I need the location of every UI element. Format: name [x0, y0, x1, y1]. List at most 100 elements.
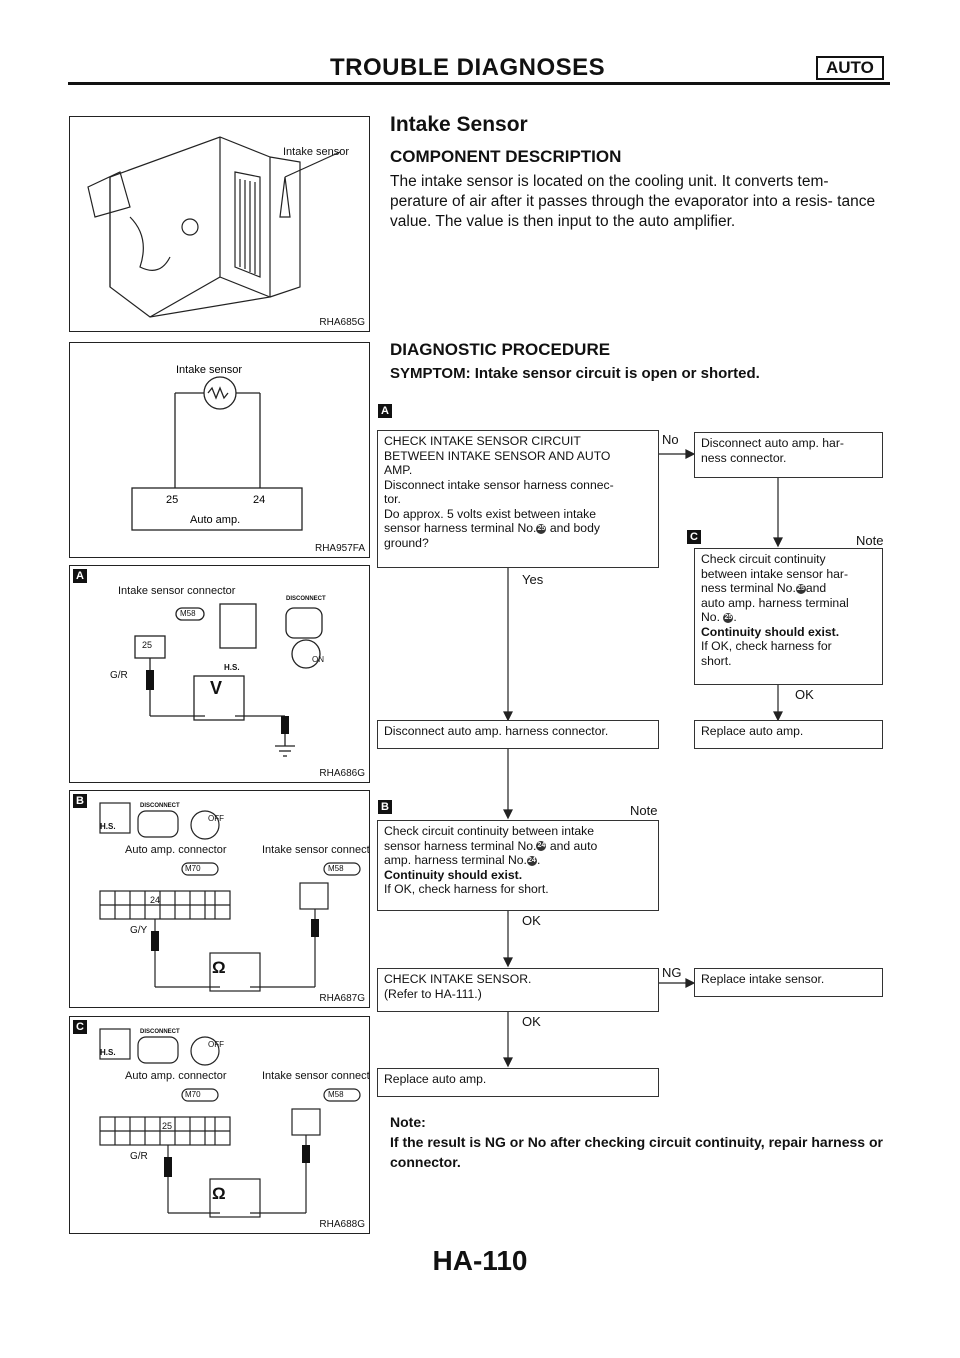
step-replace-auto-amp-right: Replace auto amp.: [694, 720, 883, 749]
step1-line3: AMP.: [384, 463, 413, 477]
fig4-conn2: Intake sensor connector: [262, 844, 369, 856]
step2-text: Disconnect auto amp. harness connector.: [384, 724, 609, 738]
figure-intake-sensor-location: Intake sensor RHA685G: [69, 116, 370, 332]
terminal-icon: 24: [526, 855, 537, 866]
header-rule: [68, 82, 890, 85]
fig4-conn1-id: M70: [185, 864, 201, 873]
fig2-pin-b: 24: [253, 494, 265, 506]
step3-line4: Continuity should exist.: [384, 867, 523, 882]
step3-line2: sensor harness terminal No.24 and auto: [384, 838, 598, 853]
step-r2-line4: auto amp. harness terminal: [701, 595, 849, 610]
step4-ok: OK: [522, 1014, 541, 1029]
step-check-continuity-25: Check circuit continuity between intake …: [694, 548, 883, 685]
voltage-check-diagram: Intake sensor connector M58 25 G/R H.S. …: [110, 585, 326, 757]
fig5-code: RHA688G: [319, 1219, 365, 1230]
component-description: The intake sensor is located on the cool…: [390, 173, 876, 230]
step1-line4: Disconnect intake sensor harness connec-: [384, 477, 614, 492]
step-replace-auto-amp: Replace auto amp.: [377, 1068, 659, 1097]
fig2-box-label: Auto amp.: [190, 514, 240, 526]
step1-line7: sensor harness terminal No.25 and body: [384, 521, 600, 535]
note-title: Note:: [390, 1114, 426, 1130]
fig4-code: RHA687G: [319, 993, 365, 1004]
step-r2-line7: If OK, check harness for: [701, 639, 832, 653]
section-title: Intake Sensor: [390, 113, 528, 136]
step4-ng: NG: [662, 965, 682, 980]
fig5-wire: G/R: [130, 1151, 148, 1162]
terminal-icon: 25: [723, 612, 734, 623]
step-r2-line3: ness terminal No.25and: [701, 581, 827, 595]
flow-badge-b: B: [378, 800, 392, 814]
step-r2-line1: Check circuit continuity: [701, 552, 826, 566]
figure-continuity-25: C H.S. DISCONNECT OFF Auto amp. connecto…: [69, 1016, 370, 1234]
step-disconnect-auto-amp: Disconnect auto amp. har- ness connector…: [694, 432, 883, 478]
fig3-meter: V: [210, 678, 222, 698]
component-heading: COMPONENT DESCRIPTION: [390, 147, 622, 166]
continuity-24-diagram: H.S. DISCONNECT OFF Auto amp. connector …: [99, 802, 369, 992]
step1-yes: Yes: [522, 572, 544, 587]
fig4-key: OFF: [208, 814, 224, 823]
note-block: Note: If the result is NG or No after ch…: [390, 1112, 895, 1172]
terminal-icon: 25: [795, 583, 806, 594]
fig4-meter: Ω: [212, 958, 226, 977]
step-r2-line2: between intake sensor har-: [701, 566, 849, 581]
fig5-badge: C: [73, 1020, 87, 1034]
step-r2-line5: No. 25.: [701, 610, 737, 624]
fig5-meter: Ω: [212, 1184, 226, 1203]
fig5-pin: 25: [162, 1121, 172, 1131]
fig3-key: ON: [312, 655, 324, 664]
page-number: HA-110: [432, 1245, 528, 1276]
fig3-conn-id: M58: [180, 609, 196, 618]
fig3-code: RHA686G: [319, 768, 365, 779]
fig5-disconnect: DISCONNECT: [140, 1029, 180, 1035]
step3-ok: OK: [522, 913, 541, 928]
symptom-text: SYMPTOM: Intake sensor circuit is open o…: [390, 365, 760, 382]
page-header-title: TROUBLE DIAGNOSES: [330, 54, 606, 81]
fig2-code: RHA957FA: [314, 543, 365, 554]
step-check-circuit: CHECK INTAKE SENSOR CIRCUIT BETWEEN INTA…: [377, 430, 659, 568]
fig3-connector-label: Intake sensor connector: [118, 585, 236, 597]
fig4-pin: 24: [150, 895, 160, 905]
fig4-disconnect: DISCONNECT: [140, 803, 180, 809]
step1-line2: BETWEEN INTAKE SENSOR AND AUTO: [384, 448, 611, 463]
note-c-label: Note: [856, 533, 884, 548]
procedure-heading: DIAGNOSTIC PROCEDURE: [390, 340, 611, 359]
fig5-conn1-id: M70: [185, 1090, 201, 1099]
step-r1-line2: ness connector.: [701, 450, 787, 465]
step1-line1: CHECK INTAKE SENSOR CIRCUIT: [384, 434, 581, 448]
fig3-pin: 25: [142, 640, 152, 650]
step1-line6: Do approx. 5 volts exist between intake: [384, 506, 597, 521]
fig5-conn2: Intake sensor connector: [262, 1070, 369, 1082]
step-check-continuity-24: Check circuit continuity between intake …: [377, 820, 659, 911]
fig3-hs: H.S.: [224, 663, 240, 672]
fig3-disconnect: DISCONNECT: [286, 596, 326, 602]
note-text: If the result is NG or No after checking…: [390, 1134, 883, 1170]
step3-line3: amp. harness terminal No.24.: [384, 853, 541, 867]
fig4-conn1: Auto amp. connector: [125, 844, 227, 856]
figure-continuity-24: B H.S. DISCONNECT OFF Auto amp. connecto…: [69, 790, 370, 1008]
step-r2-ok: OK: [795, 687, 814, 702]
fig4-wire: G/Y: [130, 925, 148, 936]
step1-line5: tor.: [384, 492, 401, 506]
step4-line2: (Refer to HA-111.): [384, 986, 482, 1001]
fig3-wire: G/R: [110, 670, 128, 681]
fig2-label: Intake sensor: [176, 364, 242, 376]
step-r2-line8: short.: [701, 653, 732, 668]
fig5-conn2-id: M58: [328, 1090, 344, 1099]
step-check-intake-sensor: CHECK INTAKE SENSOR. (Refer to HA-111.): [377, 968, 659, 1012]
flow-badge-c: C: [687, 530, 701, 544]
fig4-hs: H.S.: [100, 822, 116, 831]
step-r3-text: Replace auto amp.: [701, 724, 804, 738]
fig1-code: RHA685G: [319, 317, 365, 328]
continuity-25-diagram: H.S. DISCONNECT OFF Auto amp. connector …: [99, 1028, 369, 1218]
step4-line1: CHECK INTAKE SENSOR.: [384, 972, 532, 986]
terminal-icon: 24: [536, 841, 547, 852]
fig4-badge: B: [73, 794, 87, 808]
step3-line5: If OK, check harness for short.: [384, 882, 549, 896]
step-disconnect-harness: Disconnect auto amp. harness connector.: [377, 720, 659, 749]
fig5-conn1: Auto amp. connector: [125, 1070, 227, 1082]
step5-text: Replace auto amp.: [384, 1072, 487, 1086]
page-header-badge: AUTO: [816, 56, 884, 80]
fig4-conn2-id: M58: [328, 864, 344, 873]
figure-intake-sensor-schematic: Intake sensor 25 24 Auto amp. RHA957FA: [69, 342, 370, 558]
